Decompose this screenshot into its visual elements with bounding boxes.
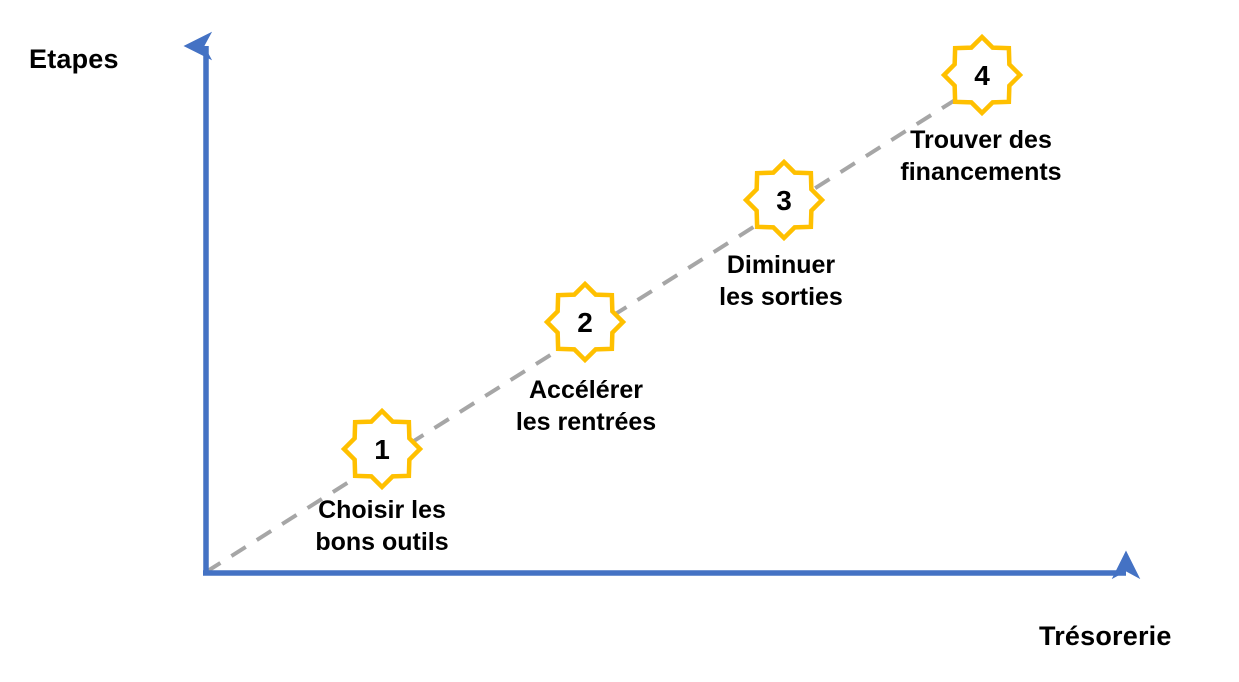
step-label-line1-3: Diminuer	[726, 251, 836, 279]
step-label-line2-1: bons outils	[315, 528, 449, 556]
step-marker-2[interactable]	[547, 284, 623, 360]
x-axis-title: Trésorerie	[1039, 621, 1172, 651]
step-marker-1[interactable]	[344, 411, 420, 487]
step-label-2: Accélérer les rentrées	[516, 374, 656, 438]
y-axis-title: Etapes	[29, 44, 119, 74]
step-label-line1-1: Choisir les	[318, 496, 446, 524]
step-label-1: Choisir les bons outils	[315, 494, 448, 558]
step-label-line2-3: les sorties	[719, 283, 843, 311]
step-marker-3[interactable]	[746, 162, 822, 238]
step-label-line1-4: Trouver des	[910, 126, 1052, 154]
step-label-line1-2: Accélérer	[529, 376, 643, 404]
step-label-line2-2: les rentrées	[515, 408, 657, 436]
step-label-3: Diminuer les sorties	[719, 249, 843, 313]
step-label-4: Trouver des financements	[900, 124, 1061, 188]
step-marker-4[interactable]	[944, 37, 1020, 113]
step-label-line2-4: financements	[900, 158, 1062, 186]
